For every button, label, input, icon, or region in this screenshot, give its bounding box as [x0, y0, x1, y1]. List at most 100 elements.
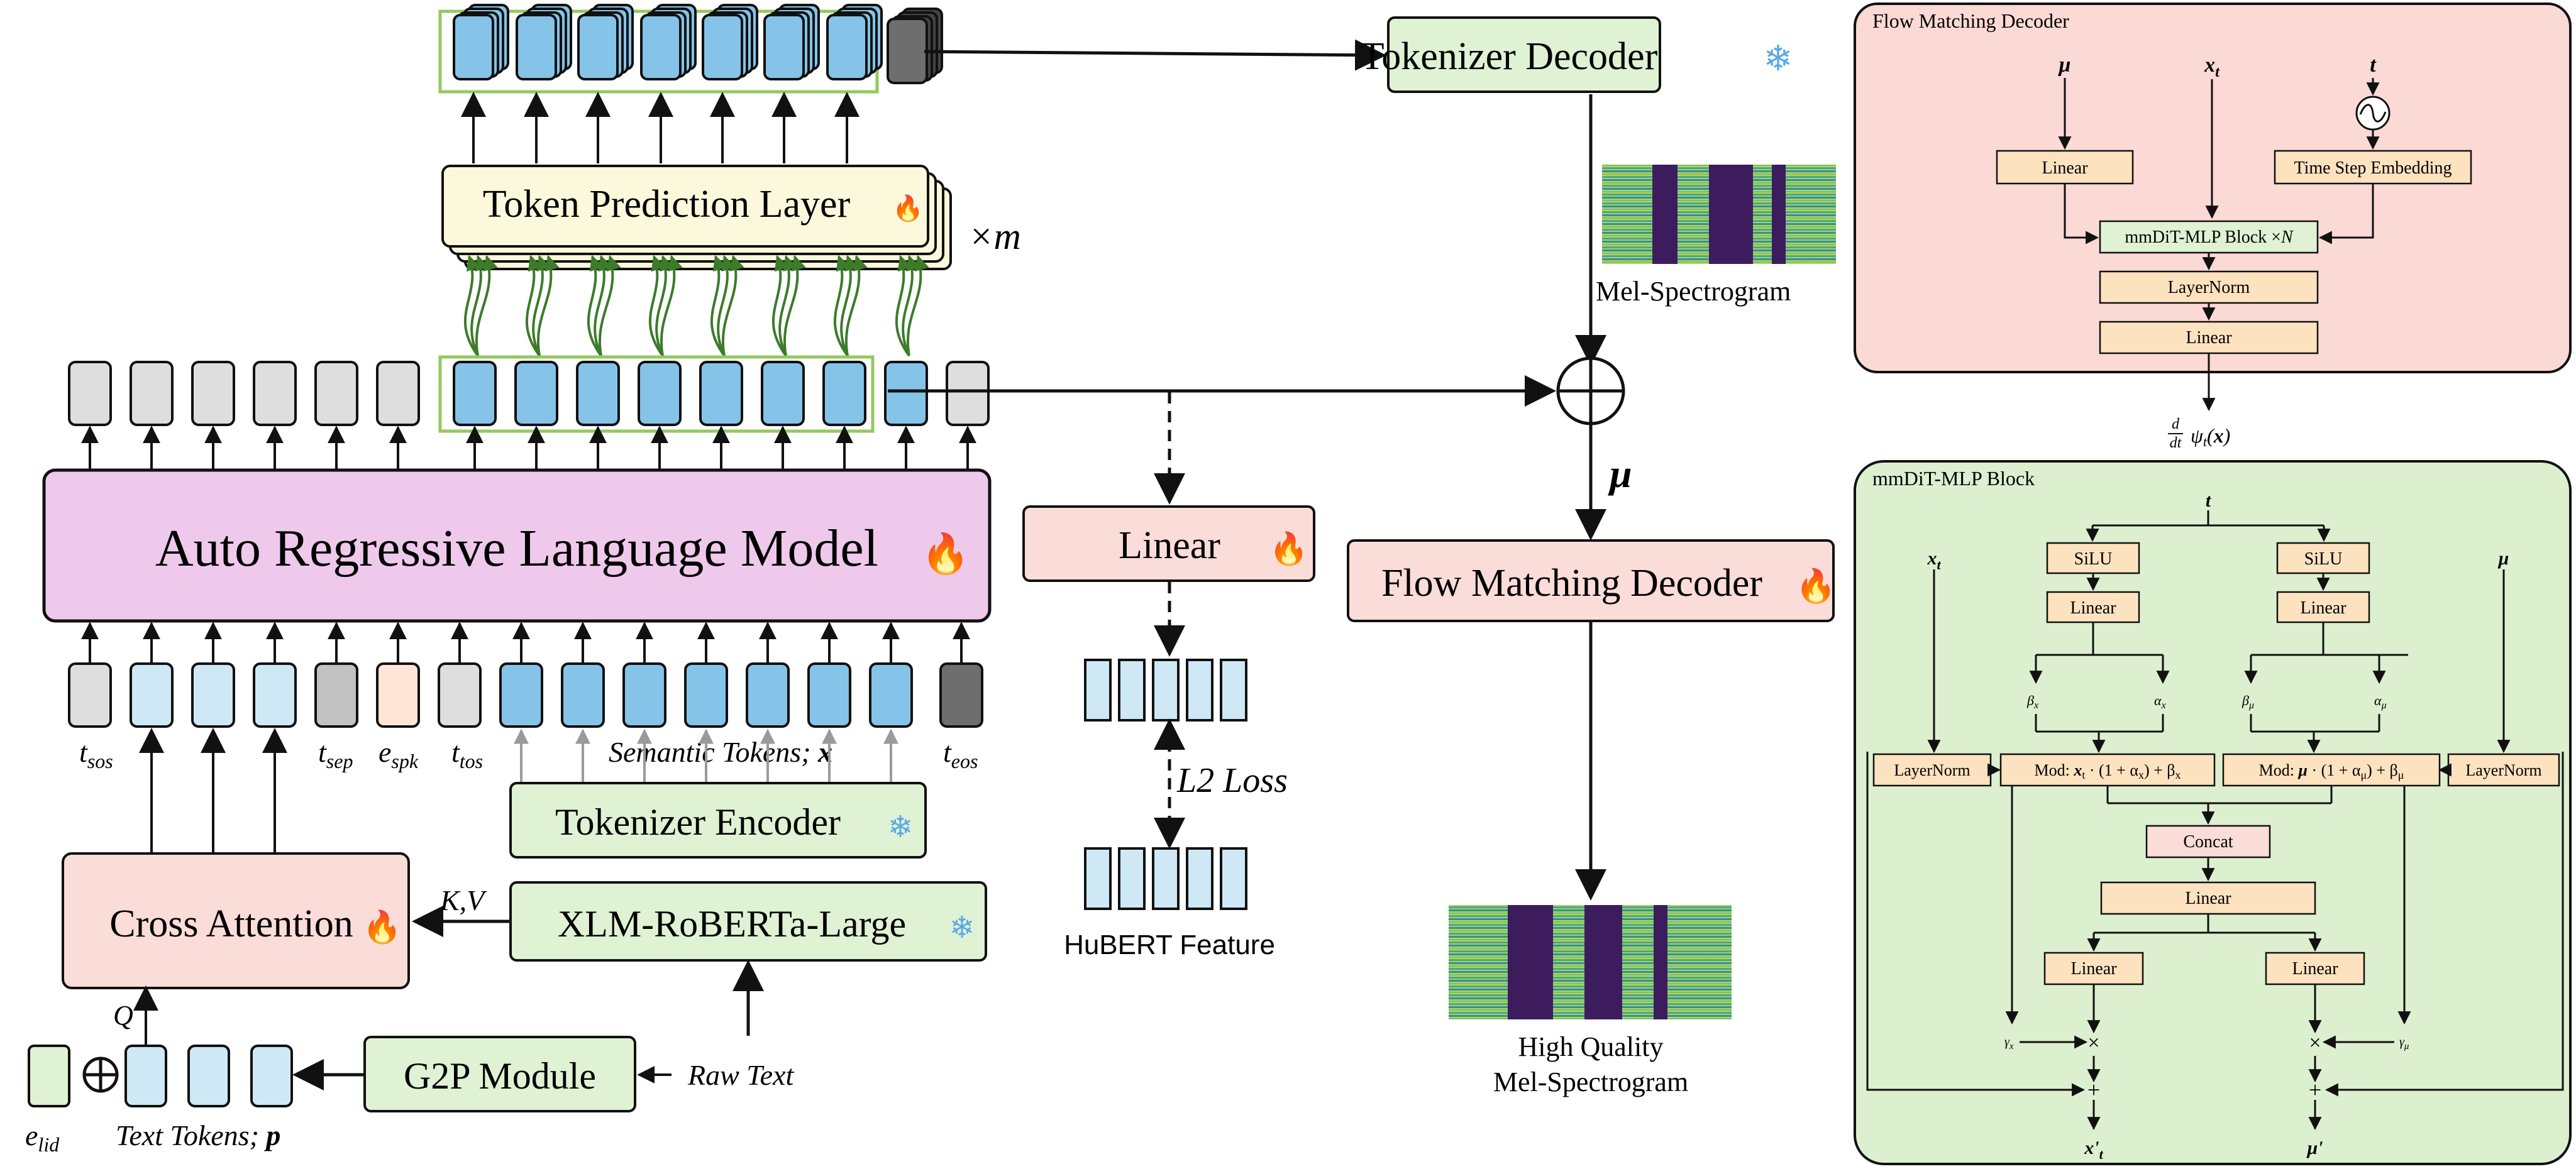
hidden-token [699, 361, 743, 426]
mmdit-concat [2145, 825, 2271, 859]
fire-icon: 🔥 [1796, 567, 1837, 605]
mmdit-silu-left [2046, 542, 2140, 574]
fmd-time-step-embedding [2274, 150, 2472, 185]
svg-text:LayerNorm: LayerNorm [2168, 278, 2250, 297]
green-arrow [598, 255, 621, 356]
tpl-output-arrows [461, 92, 860, 163]
green-arrow [525, 255, 543, 357]
times-icon: × [2087, 1031, 2099, 1055]
svg-text:dt: dt [2170, 435, 2182, 451]
hidden-token-prefix [376, 361, 420, 426]
l2-loss-label: L2 Loss [1176, 761, 1288, 800]
cross-attention-output-arrows [139, 728, 287, 852]
input-token [376, 662, 420, 728]
fmd-output-label: d dt ψt(x) [2168, 416, 2230, 451]
text-token [250, 1045, 293, 1107]
input-token [869, 662, 913, 728]
svg-text:SiLU: SiLU [2304, 549, 2343, 569]
predicted-feature-token [1220, 659, 1247, 722]
snowflake-icon: ❄ [888, 811, 913, 844]
output-token [826, 14, 868, 80]
green-arrow [463, 255, 481, 357]
fire-icon: 🔥 [892, 194, 924, 222]
input-token [746, 662, 790, 728]
hidden-token-prefix [191, 361, 235, 426]
mmdit-silu-right [2276, 542, 2370, 574]
flow-matching-decoder-label: Flow Matching Decoder [1381, 562, 1762, 605]
input-token [191, 662, 235, 728]
svg-text:ψt(x): ψt(x) [2191, 424, 2230, 449]
svg-text:Linear: Linear [2300, 598, 2347, 618]
text-token [187, 1045, 230, 1107]
snowflake-icon: ❄ [1764, 40, 1793, 79]
mel-spectrogram-label: Mel-Spectrogram [1596, 276, 1791, 307]
svg-text:Concat: Concat [2183, 832, 2233, 852]
snowflake-icon: ❄ [949, 911, 975, 945]
svg-text:Linear: Linear [2186, 328, 2232, 348]
green-arrow [906, 255, 929, 356]
output-token [453, 14, 494, 80]
svg-text:teos: teos [943, 736, 978, 772]
fmd-linear-left [1996, 150, 2134, 185]
hubert-feature-label: HuBERT Feature [1064, 930, 1275, 960]
ar-language-model-box: Auto Regressive Language Model 🔥 [42, 468, 992, 623]
linear-box: Linear 🔥 [1022, 505, 1315, 582]
predicted-feature-tokens [1084, 659, 1247, 722]
kv-label: K,V [439, 884, 487, 916]
hubert-feature-tokens [1084, 847, 1247, 910]
hidden-token [884, 361, 928, 426]
input-token [130, 662, 174, 728]
hidden-token [822, 361, 866, 426]
fire-icon: 🔥 [363, 909, 402, 945]
green-prediction-arrows [463, 255, 929, 357]
svg-text:Linear: Linear [2185, 889, 2231, 908]
green-arrow [710, 255, 727, 357]
green-arrow [532, 255, 551, 356]
hidden-token [514, 361, 558, 426]
green-arrow [721, 255, 744, 356]
output-token-stack [438, 4, 943, 94]
mmdit-linear-right [2276, 591, 2370, 623]
input-token-row [68, 622, 983, 728]
svg-text:mmDiT-MLP Block ×N: mmDiT-MLP Block ×N [2125, 228, 2294, 247]
hq-mel-label-line2: Mel-Spectrogram [1493, 1067, 1688, 1097]
fire-icon: 🔥 [921, 531, 970, 576]
mu-label: μ [1608, 451, 1632, 496]
hidden-token-prefix [130, 361, 174, 426]
output-token [763, 14, 805, 80]
cross-attention-box: Cross Attention 🔥 [62, 852, 410, 989]
svg-text:SiLU: SiLU [2074, 549, 2113, 569]
green-arrow [594, 255, 613, 356]
output-token [577, 14, 619, 80]
hidden-token [453, 361, 497, 426]
hubert-feature-token [1084, 847, 1112, 910]
text-token [124, 1045, 167, 1107]
sum-circle [1556, 356, 1625, 425]
green-arrow [587, 255, 604, 357]
flow-matching-decoder-box: Flow Matching Decoder 🔥 [1347, 539, 1837, 622]
text-tokens-label: Text Tokens; p [116, 1119, 280, 1151]
input-token [438, 662, 482, 728]
green-arrow [648, 255, 666, 357]
hidden-token-prefix [253, 361, 297, 426]
q-label: Q [113, 1000, 133, 1031]
ar-lm-label: Auto Regressive Language Model [155, 519, 878, 578]
svg-text:Mod: μ · (1 + αμ) + βμ: Mod: μ · (1 + αμ) + βμ [2259, 761, 2404, 781]
raw-text-label: Raw Text [687, 1059, 794, 1091]
hidden-token [576, 361, 620, 426]
svg-text:LayerNorm: LayerNorm [1894, 761, 1970, 779]
predicted-feature-token [1118, 659, 1146, 722]
semantic-tokens-label: Semantic Tokens; x [609, 736, 832, 768]
svg-text:LayerNorm: LayerNorm [2465, 761, 2541, 779]
input-token [561, 662, 605, 728]
lm-output-arrows [81, 425, 976, 469]
svg-text:tsep: tsep [318, 736, 353, 772]
hidden-token-prefix [314, 361, 358, 426]
green-arrow [844, 255, 868, 356]
output-token [702, 14, 743, 80]
input-token [939, 662, 983, 728]
green-arrow [655, 255, 675, 356]
svg-text:Time Step Embedding: Time Step Embedding [2294, 158, 2452, 178]
fmd-linear-bottom [2099, 321, 2319, 354]
